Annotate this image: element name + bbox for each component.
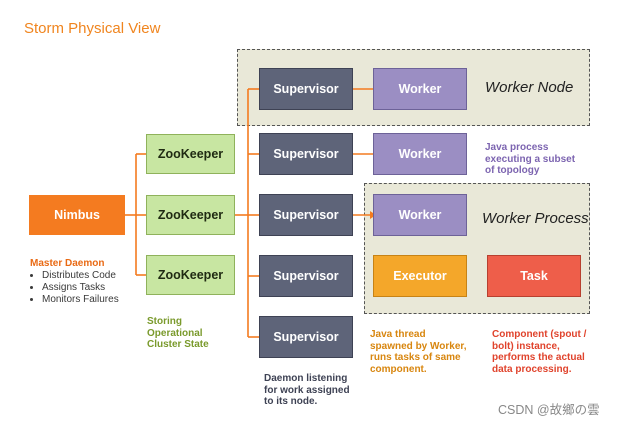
nimbus-node: Nimbus bbox=[29, 195, 125, 235]
note-line: Operational bbox=[147, 327, 203, 339]
executor-node: Executor bbox=[373, 255, 467, 297]
worker-node: Worker bbox=[373, 133, 467, 175]
supervisor-node: Supervisor bbox=[259, 194, 353, 236]
zookeeper-node: ZooKeeper bbox=[146, 255, 235, 295]
note-line: executing a subset bbox=[485, 153, 576, 165]
master-daemon-note: Master Daemon Distributes Code Assigns T… bbox=[30, 258, 119, 306]
note-line: Component (spout / bbox=[492, 329, 587, 340]
note-line: component. bbox=[370, 363, 427, 375]
note-line: bolt) instance, bbox=[492, 340, 560, 352]
watermark: CSDN @故鄉の雲 bbox=[498, 403, 600, 417]
master-daemon-heading: Master Daemon bbox=[30, 258, 105, 269]
supervisor-node: Supervisor bbox=[259, 68, 353, 110]
zookeeper-node: ZooKeeper bbox=[146, 195, 235, 235]
note-line: runs tasks of same bbox=[370, 352, 461, 363]
note-line: data processing. bbox=[492, 363, 572, 375]
worker-process-label: Worker Process bbox=[482, 210, 589, 227]
zookeeper-node: ZooKeeper bbox=[146, 134, 235, 174]
supervisor-node: Supervisor bbox=[259, 133, 353, 175]
task-node: Task bbox=[487, 255, 581, 297]
executor-note: Java thread spawned by Worker, runs task… bbox=[370, 329, 467, 375]
note-line: of topology bbox=[485, 165, 540, 176]
note-line: Java process bbox=[485, 142, 549, 153]
master-item: Assigns Tasks bbox=[42, 282, 119, 294]
task-note: Component (spout / bolt) instance, perfo… bbox=[492, 329, 586, 375]
note-line: Cluster State bbox=[147, 339, 209, 350]
worker-node-label: Worker Node bbox=[485, 79, 574, 96]
worker-node: Worker bbox=[373, 194, 467, 236]
supervisor-note: Daemon listening for work assigned to it… bbox=[264, 373, 350, 408]
note-line: Daemon listening bbox=[264, 373, 348, 384]
zookeeper-note: Storing Operational Cluster State bbox=[147, 316, 209, 351]
worker-node: Worker bbox=[373, 68, 467, 110]
note-line: for work assigned bbox=[264, 384, 350, 396]
master-item: Monitors Failures bbox=[42, 294, 119, 306]
supervisor-node: Supervisor bbox=[259, 255, 353, 297]
page-title: Storm Physical View bbox=[24, 20, 161, 37]
note-line: Java thread bbox=[370, 329, 426, 340]
worker-note: Java process executing a subset of topol… bbox=[485, 142, 575, 177]
note-line: spawned by Worker, bbox=[370, 340, 467, 352]
note-line: to its node. bbox=[264, 396, 318, 407]
supervisor-node: Supervisor bbox=[259, 316, 353, 358]
note-line: performs the actual bbox=[492, 352, 585, 363]
master-item: Distributes Code bbox=[42, 270, 119, 282]
note-line: Storing bbox=[147, 316, 182, 327]
